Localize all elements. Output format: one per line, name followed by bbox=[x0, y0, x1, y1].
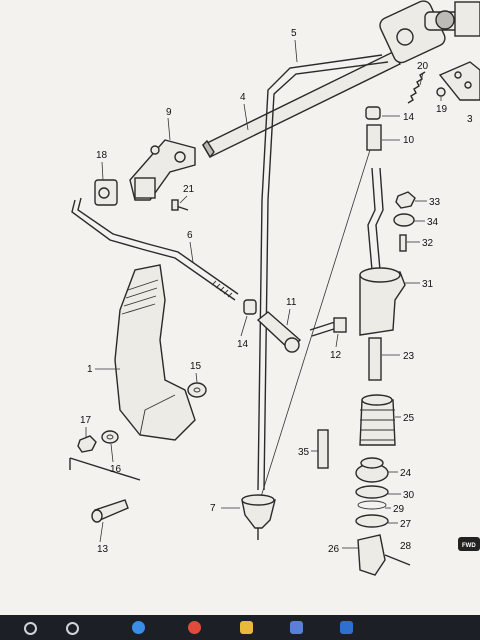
part-33-nut bbox=[395, 191, 416, 209]
callout-33: 33 bbox=[429, 197, 441, 208]
part-15-washer bbox=[187, 382, 207, 398]
part-16-washer bbox=[101, 430, 119, 444]
callout-31: 31 bbox=[422, 279, 434, 290]
callout-23: 23 bbox=[403, 351, 415, 362]
callout-35: 35 bbox=[298, 447, 310, 458]
callout-20: 20 bbox=[417, 61, 429, 72]
callout-14-upper: 14 bbox=[403, 112, 415, 123]
callout-11: 11 bbox=[286, 297, 297, 308]
part-7-grommet bbox=[241, 494, 276, 540]
callout-30: 30 bbox=[403, 490, 415, 501]
callout-26: 26 bbox=[328, 544, 340, 555]
callout-6: 6 bbox=[187, 230, 193, 241]
part-34-washer bbox=[393, 213, 415, 227]
part-upper-housing bbox=[379, 0, 480, 64]
callout-13: 13 bbox=[97, 544, 109, 555]
part-27-washer bbox=[355, 514, 389, 528]
search-icon[interactable] bbox=[24, 622, 37, 635]
store-icon[interactable] bbox=[290, 621, 303, 634]
part-29-oring bbox=[357, 500, 387, 510]
part-12-bolt bbox=[309, 317, 347, 337]
explorer-icon[interactable] bbox=[240, 621, 253, 634]
part-21-screw bbox=[171, 199, 189, 211]
mail-icon[interactable] bbox=[340, 621, 353, 634]
callout-21: 21 bbox=[183, 184, 195, 195]
part-32-stud bbox=[399, 234, 407, 252]
chrome-icon[interactable] bbox=[188, 621, 201, 634]
callout-7: 7 bbox=[210, 503, 216, 514]
part-6-rod bbox=[71, 197, 239, 301]
callout-5: 5 bbox=[291, 28, 297, 39]
fwd-badge: FWD bbox=[458, 537, 480, 551]
callout-25: 25 bbox=[403, 413, 415, 424]
part-14-washer-lower bbox=[243, 299, 257, 315]
callout-19: 19 bbox=[436, 104, 448, 115]
paper-background bbox=[0, 0, 480, 615]
callout-12: 12 bbox=[330, 350, 342, 361]
part-3-plate bbox=[438, 61, 480, 101]
part-23-rod bbox=[368, 337, 382, 381]
callout-24: 24 bbox=[400, 468, 412, 479]
part-17-nut bbox=[77, 435, 97, 453]
callout-3: 3 bbox=[467, 114, 473, 125]
task-view-icon[interactable] bbox=[66, 622, 79, 635]
callout-18: 18 bbox=[96, 150, 108, 161]
callout-17: 17 bbox=[80, 415, 92, 426]
part-11-joint bbox=[256, 311, 302, 353]
callout-leaders bbox=[85, 39, 442, 549]
part-19-ball bbox=[436, 87, 446, 97]
part-1-lever-body bbox=[114, 264, 196, 441]
part-35-pin bbox=[317, 429, 329, 469]
edge-icon[interactable] bbox=[132, 621, 145, 634]
callout-28: 28 bbox=[400, 541, 412, 552]
callout-15: 15 bbox=[190, 361, 202, 372]
part-13-bolt bbox=[69, 457, 141, 523]
part-30-ring bbox=[355, 485, 389, 499]
part-20-spring bbox=[407, 71, 426, 104]
part-25-boot bbox=[359, 394, 396, 446]
callout-9: 9 bbox=[166, 107, 172, 118]
part-rod-upper bbox=[367, 167, 376, 271]
part-24-seal bbox=[355, 457, 389, 483]
callout-10: 10 bbox=[403, 135, 415, 146]
part-4-shift-shaft bbox=[202, 51, 401, 159]
callout-16: 16 bbox=[110, 464, 122, 475]
callout-34: 34 bbox=[427, 217, 439, 228]
callout-4: 4 bbox=[240, 92, 246, 103]
part-9-bracket bbox=[129, 139, 196, 201]
part-31-housing bbox=[359, 267, 406, 336]
callout-1: 1 bbox=[87, 364, 93, 375]
part-18-clamp bbox=[94, 179, 118, 206]
part-5-shift-rod bbox=[257, 54, 389, 491]
part-14-washer-upper bbox=[365, 106, 381, 120]
part-26-bracket bbox=[357, 534, 411, 576]
part-10-bushing bbox=[366, 124, 382, 151]
callout-29: 29 bbox=[393, 504, 405, 515]
taskbar bbox=[0, 615, 480, 640]
callout-labels: 3 4 5 6 7 9 10 11 12 13 14 14 15 16 17 1… bbox=[80, 28, 473, 555]
callout-32: 32 bbox=[422, 238, 434, 249]
callout-14-lower: 14 bbox=[237, 339, 249, 350]
fwd-badge-text: FWD bbox=[462, 543, 476, 549]
callout-27: 27 bbox=[400, 519, 412, 530]
